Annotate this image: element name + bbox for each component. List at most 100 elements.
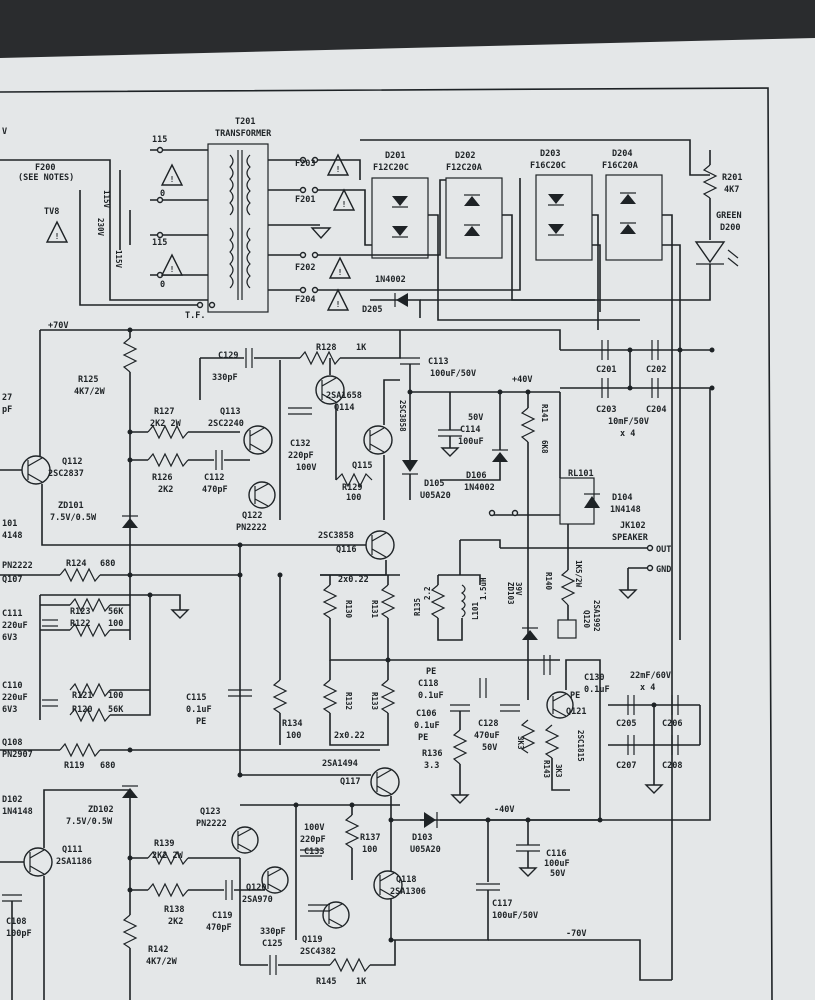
label-q119: Q119 bbox=[302, 935, 322, 945]
warning-icon: ! bbox=[45, 220, 69, 243]
label-d104: D104 bbox=[612, 493, 632, 503]
resistor-r145 bbox=[329, 957, 371, 973]
diode-icon bbox=[620, 192, 636, 204]
ground-icon bbox=[170, 609, 190, 619]
resistor-r144 bbox=[520, 719, 536, 754]
label-d102-part: 1N4148 bbox=[2, 807, 33, 817]
wire bbox=[383, 379, 400, 425]
label-r136-val: 3.3 bbox=[424, 761, 439, 771]
label-r121-val: 100 bbox=[108, 691, 123, 701]
label-jk102: JK102 bbox=[620, 521, 646, 531]
wire bbox=[420, 264, 711, 301]
label-d202-part: F12C20A bbox=[446, 163, 482, 173]
label-c106: C106 bbox=[416, 709, 436, 719]
label-tv8: TV8 bbox=[44, 207, 59, 217]
label-out: OUT bbox=[656, 545, 671, 555]
resistor-r127 bbox=[147, 424, 189, 440]
resistor-r120 bbox=[69, 707, 111, 723]
label-d203: D203 bbox=[540, 149, 560, 159]
label-c203: C203 bbox=[596, 405, 616, 415]
ground-icon bbox=[518, 867, 538, 877]
resistor-r130 bbox=[322, 584, 338, 619]
label-q123: Q123 bbox=[200, 807, 220, 817]
label-d105: D105 bbox=[424, 479, 444, 489]
resistor-r139 bbox=[147, 850, 189, 866]
label-r138: R138 bbox=[164, 905, 184, 915]
label-c133: C133 bbox=[304, 847, 324, 857]
transistor-q120b-icon bbox=[261, 866, 289, 894]
label-c114: C114 bbox=[460, 425, 480, 435]
label-r135: R135 bbox=[413, 598, 422, 616]
label-f204: F204 bbox=[295, 295, 315, 305]
label-r136: R136 bbox=[422, 749, 442, 759]
capacitor-bank-c201-c204 bbox=[601, 340, 659, 398]
label-d102: D102 bbox=[2, 795, 22, 805]
label-d105-part: U05A20 bbox=[420, 491, 451, 501]
label-plus70: +70V bbox=[48, 321, 68, 331]
transformer-windings bbox=[229, 150, 251, 300]
label-q116: Q116 bbox=[336, 545, 356, 555]
label-tap-115-b: 115 bbox=[152, 238, 167, 248]
label-r201: R201 bbox=[722, 173, 742, 183]
label-led-color: GREEN bbox=[716, 211, 742, 221]
label-c110-v: 6V3 bbox=[2, 705, 17, 715]
label-tap-115: 115 bbox=[152, 135, 167, 145]
diode-block-d202 bbox=[445, 177, 503, 259]
label-d106: D106 bbox=[466, 471, 486, 481]
label-transformer: TRANSFORMER bbox=[215, 129, 272, 139]
resistor-r119 bbox=[59, 742, 101, 758]
warning-icon: ! bbox=[326, 153, 350, 176]
label-r129: R129 bbox=[342, 483, 362, 493]
label-q119-part: 2SC4382 bbox=[300, 947, 336, 957]
label-q108: Q108 bbox=[2, 738, 22, 748]
label-speaker: SPEAKER bbox=[612, 533, 649, 543]
resistor-r136 bbox=[452, 729, 468, 765]
label-f201: F201 bbox=[295, 195, 315, 205]
resistor-r134 bbox=[272, 679, 288, 714]
label-q112: Q112 bbox=[62, 457, 82, 467]
label-r134-val: 100 bbox=[286, 731, 301, 741]
label-d203-part: F16C20C bbox=[530, 161, 566, 171]
diode-d103-icon bbox=[424, 812, 438, 828]
transistor-q120-top bbox=[557, 619, 577, 639]
label-c111-v: 6V3 bbox=[2, 633, 17, 643]
amplifier-section bbox=[0, 327, 711, 1000]
labels: V F200 (SEE NOTES) TV8 T201 TRANSFORMER … bbox=[2, 117, 742, 987]
label-r122: R122 bbox=[70, 619, 90, 629]
wire bbox=[370, 940, 396, 966]
label-115v: 115V bbox=[102, 190, 111, 209]
rectifier-section bbox=[318, 139, 739, 980]
diode-block-d201 bbox=[371, 177, 429, 259]
label-q120-part: 2SA1992 bbox=[592, 600, 601, 632]
transistor-q118-icon bbox=[373, 870, 403, 900]
label-q114: Q114 bbox=[334, 403, 354, 413]
label-c111-val: 220uF bbox=[2, 621, 28, 631]
label-r-emit2-val: 2x0.22 bbox=[334, 731, 365, 741]
label-r125-val: 4K7/2W bbox=[74, 387, 106, 397]
label-pe-c: PE bbox=[570, 691, 580, 701]
label-q120b-part: 2SA970 bbox=[242, 895, 273, 905]
label-r124-val: 680 bbox=[100, 559, 115, 569]
label-r122-val: 100 bbox=[108, 619, 123, 629]
label-q114-part: 2SA1658 bbox=[326, 391, 362, 401]
label-c118-val: 0.1uF bbox=[418, 691, 444, 701]
zener-zd103-icon bbox=[522, 627, 538, 640]
label-c132: C132 bbox=[290, 439, 310, 449]
label-r139-val: 2K2 2W bbox=[152, 851, 184, 861]
label-q118-part: 2SA1306 bbox=[390, 887, 426, 897]
resistor-r201 bbox=[702, 164, 718, 199]
resistor-r122 bbox=[69, 622, 111, 638]
transformer-t201 bbox=[207, 143, 269, 313]
label-edge: 101 bbox=[2, 519, 17, 529]
label-zd103-val: 39V bbox=[514, 582, 523, 596]
label-c129: C129 bbox=[218, 351, 238, 361]
label-q121: Q121 bbox=[566, 707, 586, 717]
transformer-section: ! ! ! ! ! ! ! bbox=[0, 143, 356, 313]
label-c108: C108 bbox=[6, 917, 26, 927]
label-rl101: RL101 bbox=[568, 469, 594, 479]
label-r201-val: 4K7 bbox=[724, 185, 739, 195]
label-r129-val: 100 bbox=[346, 493, 361, 503]
label-d205: D205 bbox=[362, 305, 382, 315]
label-r134: R134 bbox=[282, 719, 302, 729]
label-q122: Q122 bbox=[242, 511, 262, 521]
